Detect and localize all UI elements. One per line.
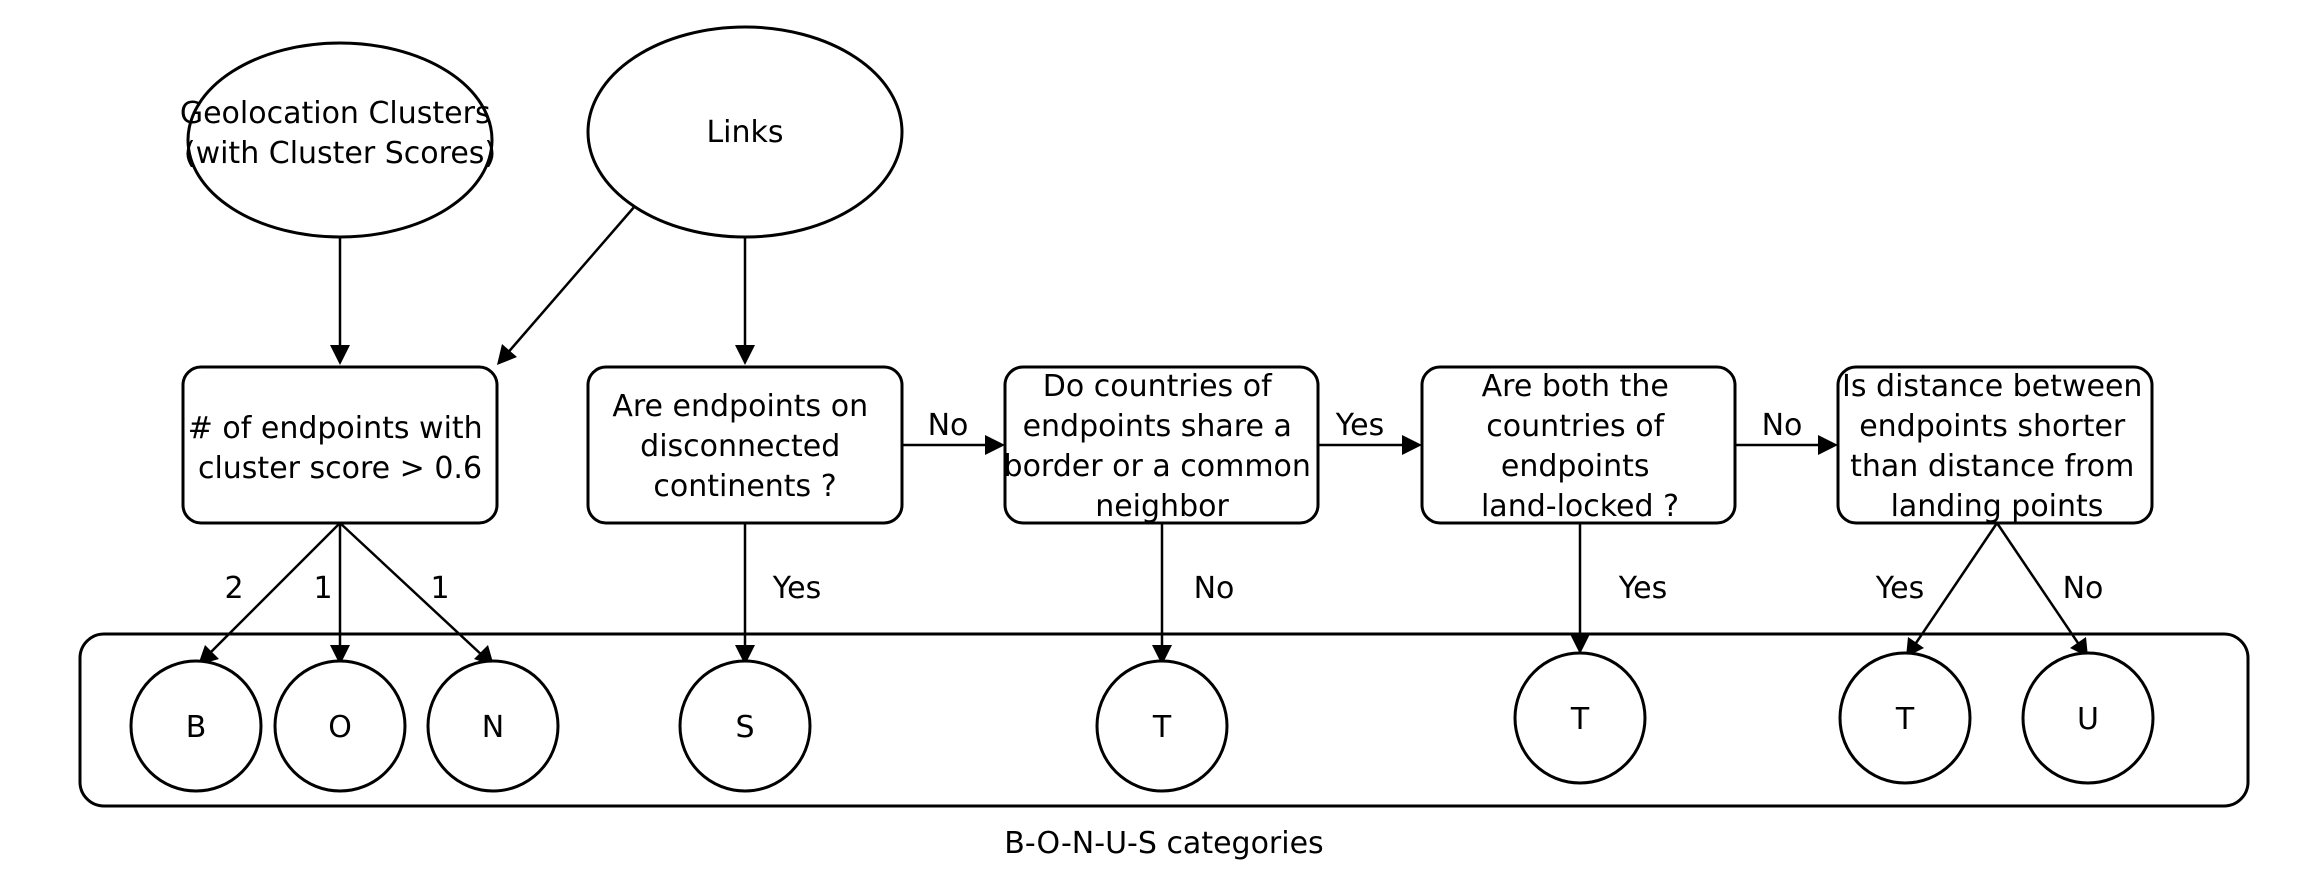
edge-label-border-no: No [1194, 571, 1235, 606]
arrowhead-o [330, 645, 350, 665]
edge-label-landlocked-no: No [1762, 408, 1803, 443]
decision-distance: Is distance between endpoints shorter th… [1836, 365, 2154, 525]
endpoints-score-text: # of endpoints with cluster score > 0.6 [188, 411, 493, 486]
arrowhead-border [985, 435, 1005, 455]
diagram-caption: B-O-N-U-S categories [1004, 826, 1323, 861]
input-geolocation-clusters: Geolocation Clusters (with Cluster Score… [180, 41, 500, 239]
arrowhead-score [330, 345, 350, 365]
category-u-label: U [2077, 702, 2099, 737]
category-o-label: O [328, 710, 352, 745]
input-links: Links [586, 25, 904, 239]
category-b: B [129, 659, 263, 793]
geolocation-clusters-label: Geolocation Clusters (with Cluster Score… [180, 96, 500, 171]
category-t-distance-label: T [1895, 702, 1915, 737]
decision-disconnected-continents: Are endpoints on disconnected continents… [586, 365, 904, 525]
arrowhead-landlocked [1402, 435, 1422, 455]
edge-label-score-two: 2 [224, 571, 243, 606]
edge-distance-to-t [1912, 522, 1999, 647]
arrowhead-distance [1818, 435, 1838, 455]
category-n: N [426, 659, 560, 793]
category-t-landlocked-label: T [1570, 702, 1590, 737]
links-label: Links [706, 115, 783, 150]
categories-container [78, 632, 2250, 808]
category-n-label: N [482, 710, 504, 745]
arrowhead-s [735, 645, 755, 665]
category-b-label: B [186, 710, 207, 745]
category-t-distance: T [1838, 651, 1972, 785]
category-s: S [678, 659, 812, 793]
share-border-text: Do countries of endpoints share a border… [1004, 369, 1321, 524]
arrowhead-t-landlocked [1570, 634, 1590, 654]
arrowhead-continents [735, 345, 755, 365]
arrowhead-t-border [1152, 645, 1172, 665]
edge-label-landlocked-yes: Yes [1618, 571, 1667, 606]
edge-label-score-one-right: 1 [430, 571, 449, 606]
edge-label-continents-yes: Yes [772, 571, 821, 606]
category-t-border-label: T [1152, 710, 1172, 745]
edge-label-continents-no: No [928, 408, 969, 443]
decision-land-locked: Are both the countries of endpoints land… [1420, 365, 1737, 525]
land-locked-text: Are both the countries of endpoints land… [1481, 369, 1679, 524]
arrowheads [198, 344, 2088, 666]
category-t-landlocked: T [1513, 651, 1647, 785]
category-circles: B O N S T T T U [129, 651, 2155, 793]
category-s-label: S [735, 710, 754, 745]
edge-distance-to-u [1995, 522, 2082, 647]
category-u: U [2021, 651, 2155, 785]
edge-labels: 2 1 1 No Yes No Yes No Yes Yes No [224, 408, 2103, 606]
disconnected-continents-text: Are endpoints on disconnected continents… [612, 389, 877, 504]
category-o: O [273, 659, 407, 793]
edges [207, 205, 2082, 658]
edge-label-score-one-left: 1 [313, 571, 332, 606]
edge-label-distance-no: No [2063, 571, 2104, 606]
category-t-border: T [1095, 659, 1229, 793]
edge-links-to-score [504, 205, 636, 357]
decision-share-border: Do countries of endpoints share a border… [1003, 365, 1321, 525]
arrowhead-links-to-score [497, 344, 517, 365]
edge-label-border-yes: Yes [1335, 408, 1384, 443]
edge-score-to-n [339, 522, 485, 658]
distance-text: Is distance between endpoints shorter th… [1842, 369, 2152, 524]
edge-label-distance-yes: Yes [1875, 571, 1924, 606]
decision-endpoints-score: # of endpoints with cluster score > 0.6 [181, 365, 499, 525]
